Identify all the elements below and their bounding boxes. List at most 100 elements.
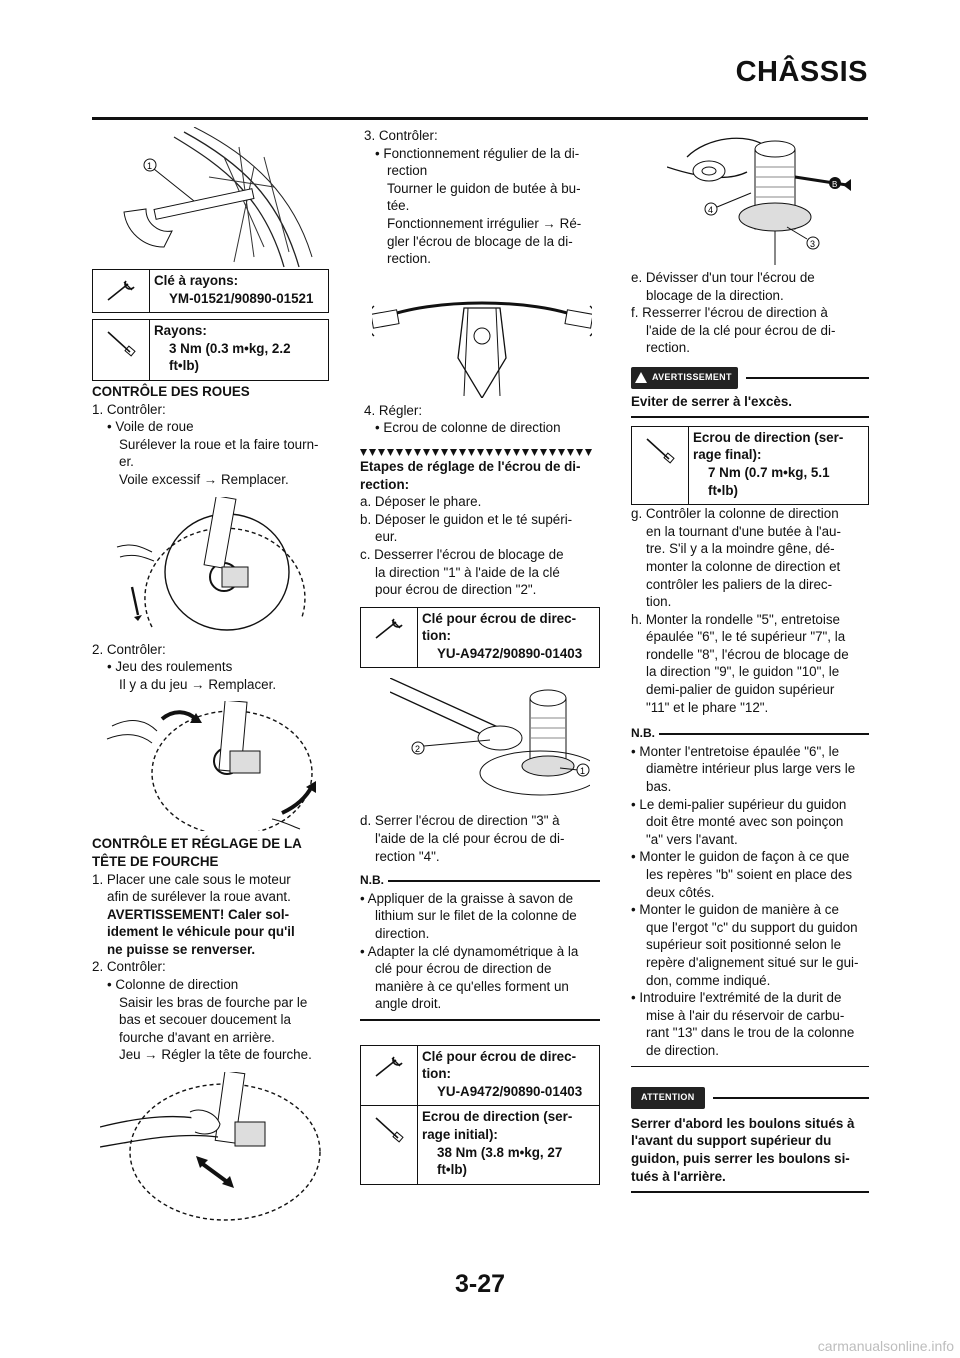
caution-header: ATTENTION — [631, 1087, 869, 1109]
caution-text: Serrer d'abord les boulons situés à — [631, 1115, 855, 1131]
tool-name: Clé à rayons: — [154, 273, 239, 288]
procedure-title: Etapes de réglage de l'écrou de di- — [360, 458, 581, 474]
bullet: • Jeu des roulements — [107, 659, 233, 675]
section-heading: CONTRÔLE DES ROUES — [92, 383, 250, 399]
torque-wrench-icon — [93, 320, 150, 380]
tool-value: 7 Nm (0.7 m•kg, 5.1 — [708, 464, 830, 480]
warning-header: AVERTISSEMENT — [631, 366, 869, 389]
text-line: er. — [119, 454, 134, 470]
tool-name: Clé pour écrou de direc- — [422, 610, 577, 626]
section-heading: TÊTE DE FOURCHE — [92, 853, 219, 869]
note-bullet: • Monter le guidon de façon à ce que — [631, 849, 850, 865]
tool-name: Ecrou de direction (ser- — [693, 429, 844, 445]
note-bullet: • Monter l'entretoise épaulée "6", le — [631, 743, 840, 759]
step: b. Déposer le guidon et le té supéri- — [360, 511, 573, 527]
svg-text:3: 3 — [810, 239, 815, 249]
column-2: 3. Contrôler: • Fonctionnement régulier … — [360, 127, 600, 1185]
note-line: clé pour écrou de direction de — [375, 961, 552, 977]
step: c. Desserrer l'écrou de blocage de — [360, 546, 564, 562]
note-block: N.B. • Appliquer de la graisse à savon d… — [360, 872, 600, 1021]
text-line: tion. — [646, 594, 672, 610]
tool-value: YU-A9472/90890-01403 — [437, 645, 583, 661]
tool-name: rage final): — [693, 447, 762, 463]
caution-badge: ATTENTION — [631, 1087, 705, 1109]
text-line: la direction "1" à l'aide de la clé — [375, 564, 560, 580]
bullet: • Colonne de direction — [107, 977, 239, 993]
tool-value: YU-A9472/90890-01403 — [437, 1083, 583, 1099]
text-line: Surélever la roue et la faire tourn- — [119, 436, 319, 452]
note-line: de direction. — [646, 1042, 719, 1058]
text-line: afin de surélever la roue avant. — [107, 889, 291, 905]
tool-value: ft•lb) — [437, 1162, 467, 1178]
step: d. Serrer l'écrou de direction "3" à — [360, 813, 560, 829]
text-line: Jeu → Régler la tête de fourche. — [119, 1047, 312, 1063]
warning-badge: AVERTISSEMENT — [631, 366, 738, 389]
text-line: Voile excessif → Remplacer. — [119, 471, 289, 487]
text-line: blocage de la direction. — [646, 287, 784, 303]
caution-text: guidon, puis serrer les boulons si- — [631, 1150, 850, 1166]
text-line: tre. S'il y a la moindre gêne, dé- — [646, 541, 835, 557]
text-line: l'aide de la clé pour écrou de di- — [375, 831, 565, 847]
warning-text: idement le véhicule pour qu'il — [107, 924, 295, 940]
step: g. Contrôler la colonne de direction — [631, 506, 839, 522]
tool-name: Ecrou de direction (ser- — [422, 1109, 573, 1125]
step: 3. Contrôler: — [364, 128, 438, 143]
text-line: rection. — [646, 340, 690, 356]
note-bullet: • Monter le guidon de manière à ce — [631, 902, 839, 918]
step: h. Monter la rondelle "5", entretoise — [631, 611, 840, 627]
tool-name: rage initial): — [422, 1126, 498, 1142]
tool-box-steering-nut-wrench-2: Clé pour écrou de direc- tion: YU-A9472/… — [360, 1044, 600, 1107]
wrench-icon — [93, 270, 150, 313]
fork-play-illustration — [100, 1072, 321, 1221]
text-line: rection — [387, 163, 428, 179]
step: f. Resserrer l'écrou de direction à — [631, 305, 828, 321]
tool-value: YM-01521/90890-01521 — [169, 290, 314, 306]
tool-box-steering-nut-final: Ecrou de direction (ser- rage final): 7 … — [631, 425, 869, 506]
step: 1. Placer une cale sous le moteur — [92, 871, 291, 887]
text-line: tée. — [387, 198, 410, 214]
procedure-start-marker — [360, 445, 600, 456]
text-line: la direction "9", le guidon "10", le — [646, 664, 840, 680]
note-line: doit être monté avec son poinçon — [646, 814, 844, 830]
svg-text:2: 2 — [415, 744, 420, 754]
svg-text:B: B — [832, 180, 837, 189]
tool-value: 38 Nm (3.8 m•kg, 27 — [437, 1144, 563, 1160]
steering-nut-illustration: 2 1 — [390, 678, 590, 796]
figure-handlebar — [372, 278, 600, 398]
note-line: rant "13" dans le trou de la colonne — [646, 1025, 855, 1041]
note-line: que l'ergot "c" du support du guidon — [646, 919, 858, 935]
section-heading: CONTRÔLE ET RÉGLAGE DE LA — [92, 836, 302, 852]
note-line: manière à ce qu'elles forment un — [375, 978, 569, 994]
text-line: rondelle "8", l'écrou de blocage de — [646, 646, 849, 662]
text-line: en la tournant d'une butée à l'au- — [646, 523, 841, 539]
note-label: N.B. — [360, 873, 384, 888]
procedure-title: rection: — [360, 476, 410, 492]
watermark: carmanualsonline.info — [817, 1338, 954, 1354]
step: 2. Contrôler: — [92, 641, 166, 657]
figure-wheel-runout — [112, 496, 329, 637]
caution-text: tués à l'arrière. — [631, 1168, 726, 1184]
note-line: bas. — [646, 779, 672, 795]
figure-wheel-bearing-play — [102, 701, 329, 832]
wheel-bearing-illustration — [106, 701, 316, 832]
page-number: 3-27 — [454, 1270, 506, 1298]
text-line: pour écrou de direction "2". — [375, 582, 537, 598]
figure-spoke-wrench: 1 — [114, 127, 329, 269]
text-line: Fonctionnement irrégulier → Ré- — [387, 215, 582, 231]
steering-stem-illustration: B 4 3 — [667, 137, 851, 265]
tool-box-steering-nut-torque: Ecrou de direction (ser- rage initial): … — [360, 1106, 600, 1185]
svg-text:1: 1 — [580, 766, 585, 776]
figure-steering-stem: B 4 3 — [667, 127, 869, 265]
text-line: fourche d'avant en arrière. — [119, 1029, 275, 1045]
tool-name: tion: — [422, 628, 451, 644]
note-line: "a" vers l'avant. — [646, 831, 738, 847]
tool-box-spoke-wrench: Clé à rayons: YM-01521/90890-01521 — [92, 269, 329, 314]
figure-steering-nut: 2 1 — [390, 678, 600, 808]
text-line: Saisir les bras de fourche par le — [119, 994, 308, 1010]
header-rule — [92, 117, 868, 120]
note-line: angle droit. — [375, 996, 442, 1012]
wrench-icon — [361, 1045, 418, 1106]
wrench-icon — [361, 607, 418, 668]
note-label: N.B. — [631, 726, 655, 741]
tool-value: 3 Nm (0.3 m•kg, 2.2 — [169, 340, 291, 356]
